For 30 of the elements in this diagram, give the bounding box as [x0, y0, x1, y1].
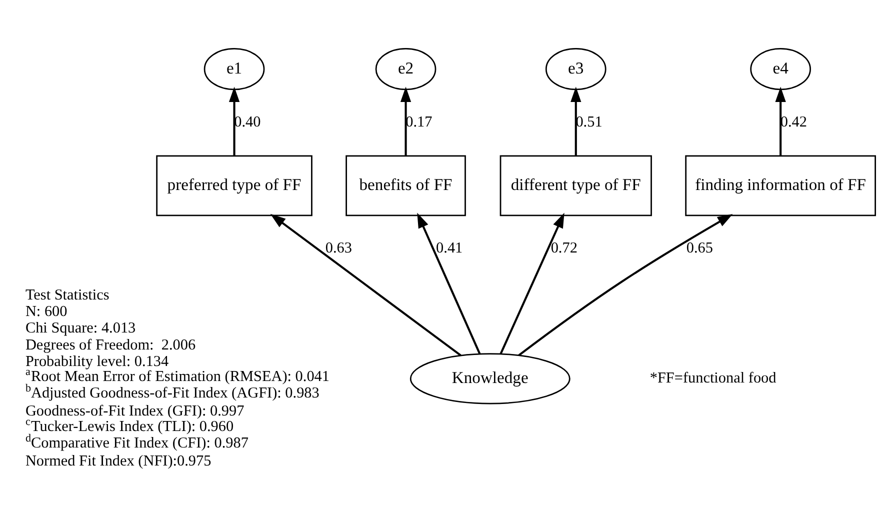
arrow — [500, 212, 564, 354]
node-ellipse: e4 — [750, 48, 811, 90]
label: Probability level: 0.134 — [25, 352, 169, 370]
arrow — [270, 213, 462, 356]
label: N: 600 — [25, 302, 68, 320]
arrow — [228, 86, 240, 156]
node-ellipse: e3 — [545, 48, 606, 90]
arrow — [400, 86, 412, 156]
edge-label: 0.63 — [325, 239, 352, 256]
label: Test Statistics — [25, 286, 110, 304]
node-box: different type of FF — [500, 154, 652, 216]
label: Degrees of Freedom: 2.006 — [25, 336, 196, 353]
label: Goodness-of-Fit Index (GFI): 0.997 — [25, 402, 244, 420]
node-ellipse: e1 — [204, 48, 265, 90]
node-ellipse: Knowledge — [410, 352, 570, 404]
edge-label: 0.65 — [686, 239, 713, 256]
node-ellipse: e2 — [375, 48, 436, 90]
label: *FF=functional food — [650, 369, 776, 386]
node-box: benefits of FF — [346, 154, 466, 216]
node-box: preferred type of FF — [156, 154, 312, 216]
arrow — [775, 86, 786, 156]
label: Chi Square: 4.013 — [25, 319, 136, 336]
label: Normed Fit Index (NFI):0.975 — [25, 452, 212, 470]
edge-label: 0.41 — [436, 239, 463, 256]
edge-label: 0.42 — [780, 113, 808, 130]
arrow — [518, 214, 733, 356]
arrow — [417, 212, 481, 354]
edge-label: 0.72 — [550, 239, 578, 256]
arrow — [570, 86, 582, 156]
node-box: finding information of FF — [685, 154, 876, 216]
